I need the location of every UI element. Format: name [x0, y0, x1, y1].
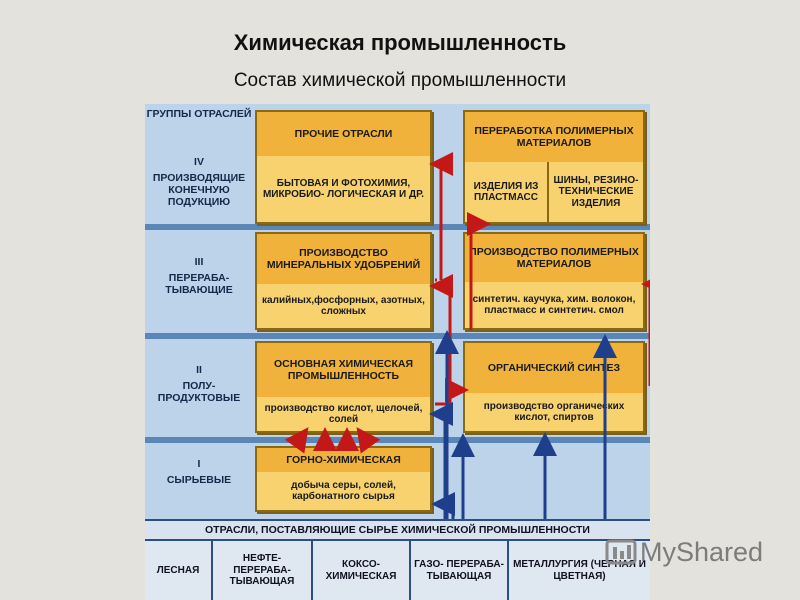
band-separator — [145, 224, 650, 230]
level-i-number: I — [197, 458, 201, 470]
band-separator — [145, 437, 650, 443]
box-polymer-processing: ПЕРЕРАБОТКА ПОЛИМЕРНЫХ МАТЕРИАЛОВ ИЗДЕЛИ… — [463, 110, 645, 224]
arrow-blue — [429, 402, 453, 534]
level-i-label: СЫРЬЕВЫЕ — [166, 474, 232, 486]
arrow-red — [356, 427, 381, 454]
box-basic-chemistry: ОСНОВНАЯ ХИМИЧЕСКАЯ ПРОМЫШЛЕННОСТЬ произ… — [255, 341, 432, 433]
page-title: Химическая промышленность — [233, 30, 567, 55]
box-body: БЫТОВАЯ И ФОТОХИМИЯ, МИКРОБИО- ЛОГИЧЕСКА… — [262, 177, 425, 201]
box-other-industries: ПРОЧИЕ ОТРАСЛИ БЫТОВАЯ И ФОТОХИМИЯ, МИКР… — [255, 110, 432, 224]
box-body: синтетич. каучука, хим. волокон, пластма… — [472, 293, 636, 317]
supplier-metallurgy: МЕТАЛЛУРГИЯ (ЧЕРНАЯ И ЦВЕТНАЯ) — [509, 541, 650, 600]
watermark-logo — [605, 539, 637, 565]
level-iv-label: ПРОИЗВОДЯЩИЕ КОНЕЧНУЮ ПОДУКЦИЮ — [152, 172, 246, 208]
box-title: ОСНОВНАЯ ХИМИЧЕСКАЯ ПРОМЫШЛЕННОСТЬ — [257, 343, 430, 397]
box-body: производство кислот, щелочей, солей — [264, 402, 423, 426]
arrow-red — [284, 427, 309, 454]
box-title: ГОРНО-ХИМИЧЕСКАЯ — [257, 448, 430, 472]
box-mining-chemistry: ГОРНО-ХИМИЧЕСКАЯ добыча серы, солей, кар… — [255, 446, 432, 512]
level-ii-label: ПОЛУ- ПРОДУКТОВЫЕ — [157, 380, 241, 404]
level-ii-number: II — [196, 364, 202, 376]
box-body: калийных,фосфорных, азотных, сложных — [262, 294, 425, 318]
arrow-red — [641, 272, 650, 386]
industry-diagram: ГРУППЫ ОТРАСЛЕЙ IV ПРОИЗВОДЯЩИЕ КОНЕЧНУЮ… — [145, 104, 650, 600]
arrow-red — [467, 212, 491, 330]
box-fertilizers: ПРОИЗВОДСТВО МИНЕРАЛЬНЫХ УДОБРЕНИЙ калий… — [255, 232, 432, 330]
box-body: производство органических кислот, спирто… — [483, 400, 625, 424]
supplier-oil-refining: НЕФТЕ- ПЕРЕРАБА- ТЫВАЮЩАЯ — [213, 541, 313, 600]
supplier-gas-processing: ГАЗО- ПЕРЕРАБА- ТЫВАЮЩАЯ — [411, 541, 509, 600]
flow-arrows — [284, 152, 650, 534]
groups-header: ГРУППЫ ОТРАСЛЕЙ — [146, 108, 252, 120]
box-title: ПРОЧИЕ ОТРАСЛИ — [257, 112, 430, 156]
level-iii-label: ПЕРЕРАБА- ТЫВАЮЩИЕ — [165, 272, 233, 296]
level-iv-number: IV — [194, 156, 204, 168]
supplier-forestry: ЛЕСНАЯ — [145, 541, 213, 600]
page-subtitle: Состав химической промышленности — [233, 70, 567, 91]
box-body: добыча серы, солей, карбонатного сырья — [291, 479, 396, 503]
supplier-coke-chemistry: КОКСО- ХИМИЧЕСКАЯ — [313, 541, 411, 600]
band-separator — [145, 333, 650, 339]
watermark-text: MyShared — [640, 537, 764, 567]
box-title: ПРОИЗВОДСТВО ПОЛИМЕРНЫХ МАТЕРИАЛОВ — [465, 234, 643, 282]
box-body-left: ИЗДЕЛИЯ ИЗ ПЛАСТМАСС — [465, 162, 549, 222]
arrow-red — [429, 152, 453, 280]
arrow-red — [429, 274, 453, 404]
box-body-right: ШИНЫ, РЕЗИНО- ТЕХНИЧЕСКИЕ ИЗДЕЛИЯ — [553, 174, 639, 209]
box-title: ПРОИЗВОДСТВО МИНЕРАЛЬНЫХ УДОБРЕНИЙ — [257, 234, 430, 284]
supplier-header: ОТРАСЛИ, ПОСТАВЛЯЮЩИЕ СЫРЬЕ ХИМИЧЕСКОЙ П… — [145, 519, 650, 541]
box-polymer-production: ПРОИЗВОДСТВО ПОЛИМЕРНЫХ МАТЕРИАЛОВ синте… — [463, 232, 645, 330]
level-iii-number: III — [194, 256, 204, 268]
arrow-red — [445, 378, 469, 402]
box-title: ПЕРЕРАБОТКА ПОЛИМЕРНЫХ МАТЕРИАЛОВ — [465, 112, 643, 162]
